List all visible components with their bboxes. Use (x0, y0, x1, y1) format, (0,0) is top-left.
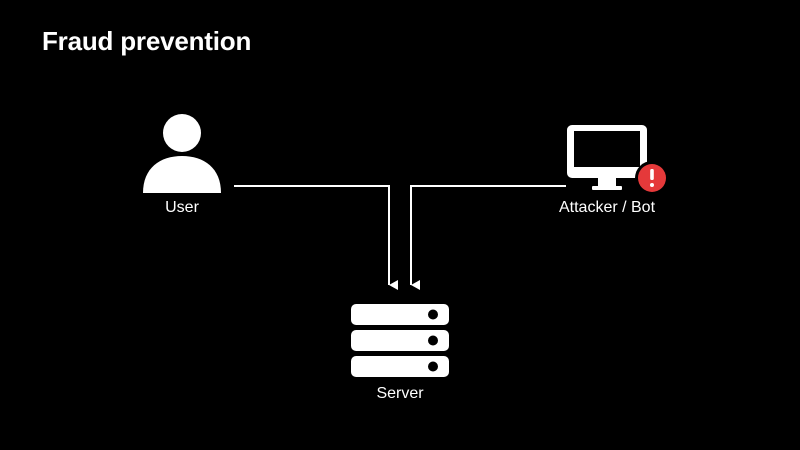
user-label: User (165, 199, 199, 216)
alert-icon (635, 161, 669, 195)
server-icon (351, 304, 449, 377)
computer-icon (567, 125, 647, 190)
attacker-label: Attacker / Bot (558, 199, 656, 216)
person-icon (143, 114, 221, 193)
attacker-to-server-arrow (410, 185, 566, 290)
server-label: Server (376, 385, 424, 402)
slide-title: Fraud prevention (42, 26, 252, 56)
user-to-server-arrow (234, 185, 398, 290)
